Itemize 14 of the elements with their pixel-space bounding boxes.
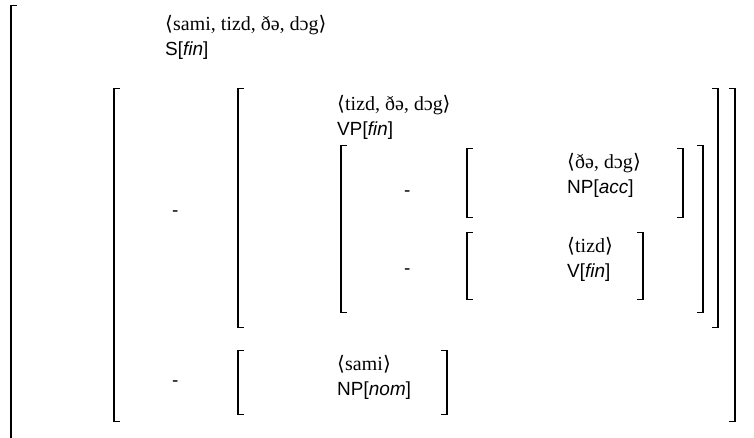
list-item-dash: - bbox=[404, 258, 410, 280]
phonology-value: ⟨sami⟩ bbox=[337, 352, 392, 377]
category-label: S[fin] bbox=[165, 38, 210, 62]
phonology-value: ⟨tizd, ðə, dɔg⟩ bbox=[337, 92, 451, 117]
category-label: VP[fin] bbox=[337, 118, 394, 142]
list-item-dash: - bbox=[172, 370, 178, 392]
phonology-value: ⟨sami, tizd, ðə, dɔg⟩ bbox=[165, 12, 327, 37]
phonology-value: ⟨tizd⟩ bbox=[567, 234, 613, 259]
list-item-dash: - bbox=[404, 180, 410, 202]
category-label: NP[acc] bbox=[567, 176, 635, 200]
list-item-dash: - bbox=[172, 200, 178, 222]
phonology-value: ⟨ðə, dɔg⟩ bbox=[567, 150, 641, 175]
category-label: V[fin] bbox=[567, 260, 612, 284]
category-label: NP[nom] bbox=[337, 378, 411, 402]
